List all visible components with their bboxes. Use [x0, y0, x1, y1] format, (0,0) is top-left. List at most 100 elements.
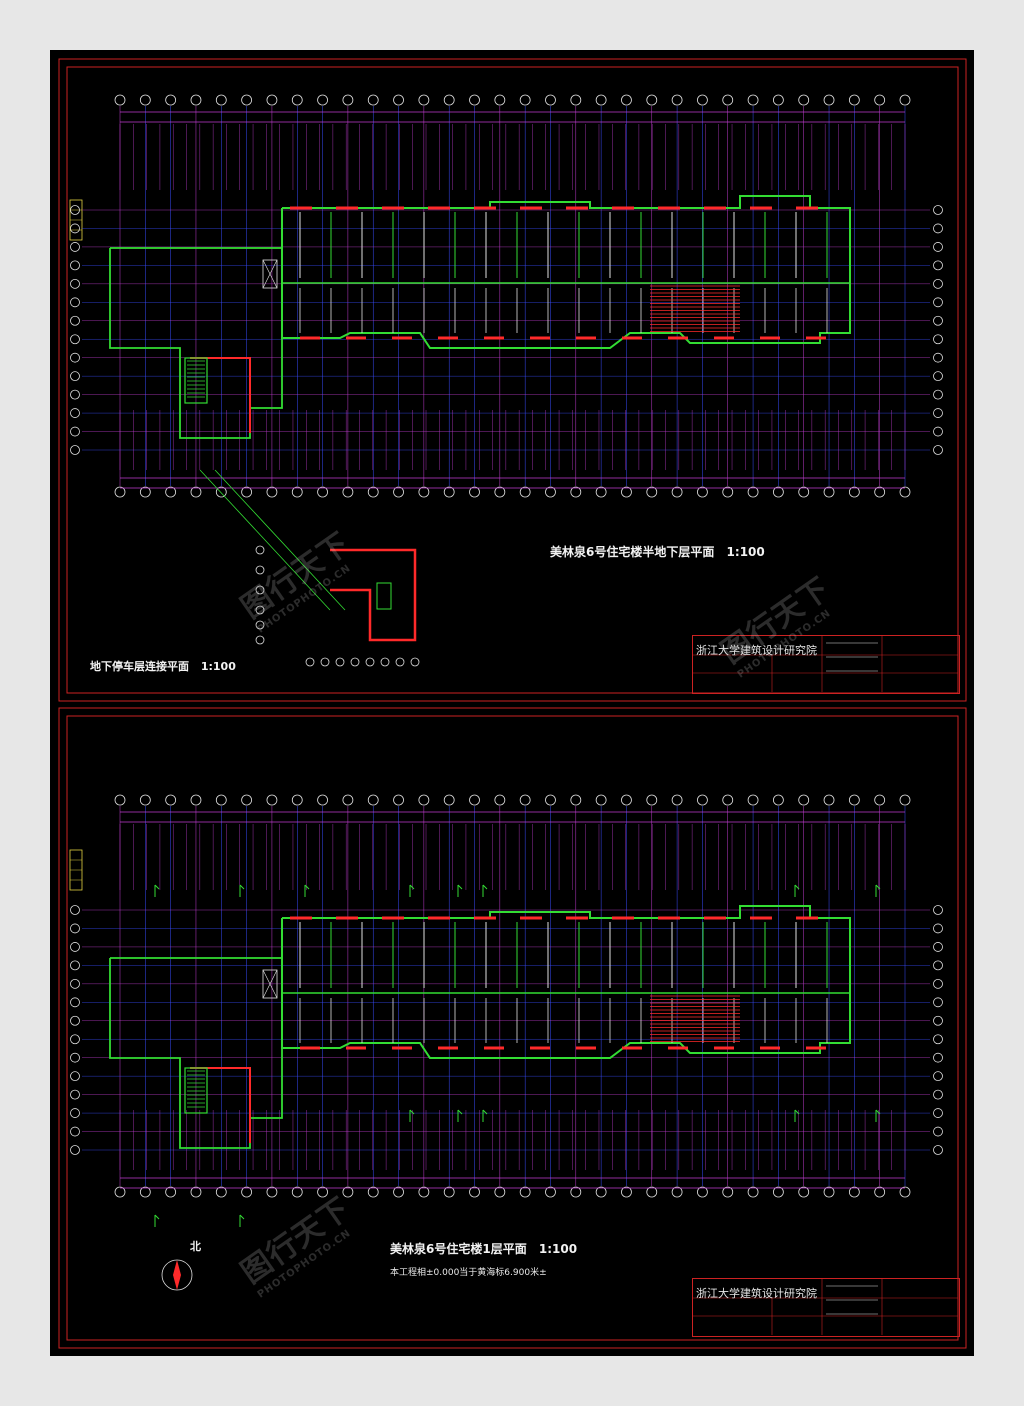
axis-bubble-bottom: [114, 486, 126, 498]
axis-bubble-bottom: [798, 486, 810, 498]
axis-bubble-right: [933, 923, 943, 934]
building-outline: [281, 195, 851, 349]
axis-bubble-bottom: [494, 486, 506, 498]
axis-bubble-top: [823, 94, 835, 106]
axis-bubble-right: [933, 278, 943, 289]
sheet1-scale: 1:100: [726, 545, 765, 559]
axis-bubble-bottom: [772, 486, 784, 498]
axis-bubble-top: [241, 794, 253, 806]
axis-bubble-right: [933, 942, 943, 952]
axis-bubble-top: [190, 794, 202, 806]
axis-bubble-bottom: [798, 1186, 810, 1198]
axis-bubble-top: [747, 94, 759, 106]
axis-bubble-top: [367, 94, 379, 106]
axis-bubble-right: [933, 1108, 943, 1118]
axis-bubble-left: [70, 1071, 80, 1082]
axis-bubble-bottom: [241, 486, 253, 498]
axis-bubble-right: [933, 1071, 943, 1082]
section-marker-arrow: [875, 1109, 881, 1115]
axis-bubble-bottom: [646, 1186, 658, 1198]
axis-bubble-bottom: [469, 486, 480, 498]
axis-bubble-left: [70, 371, 80, 382]
axis-bubble-top: [798, 94, 810, 106]
axis-bubble-left: [70, 997, 80, 1008]
axis-bubble-connector: [255, 620, 265, 630]
axis-bubble-left: [70, 1015, 80, 1026]
axis-bubble-top: [772, 94, 784, 106]
axis-bubble-bottom: [139, 1186, 151, 1198]
axis-bubble-left: [70, 278, 80, 289]
axis-bubble-bottom: [519, 1186, 531, 1198]
axis-bubble-right: [933, 205, 943, 215]
axis-bubble-left: [70, 223, 80, 234]
axis-bubble-top: [772, 794, 784, 806]
axis-bubble-connector: [365, 657, 375, 667]
axis-bubble-top: [114, 794, 126, 806]
axis-bubble-top: [899, 794, 911, 806]
sheet1-titleblock-org: 浙江大学建筑设计研究院: [696, 644, 817, 657]
north-label: 北: [190, 1240, 201, 1253]
axis-bubble-bottom: [823, 486, 835, 498]
section-marker-arrow: [875, 884, 881, 890]
axis-bubble-connector: [320, 657, 330, 667]
axis-bubble-bottom: [317, 1186, 328, 1198]
axis-bubble-connector: [255, 565, 265, 575]
axis-bubble-top: [595, 794, 607, 806]
axis-bubble-top: [671, 94, 683, 106]
section-marker-arrow: [457, 884, 463, 890]
axis-bubble-top: [646, 794, 658, 806]
axis-bubble-right: [933, 978, 943, 989]
axis-bubble-right: [933, 260, 943, 271]
axis-bubble-top: [519, 94, 531, 106]
axis-bubble-bottom: [165, 486, 177, 498]
axis-bubble-bottom: [519, 486, 531, 498]
axis-bubble-left: [70, 960, 80, 971]
axis-bubble-bottom: [266, 486, 278, 498]
axis-bubble-connector: [255, 545, 265, 555]
axis-bubble-connector: [255, 605, 265, 615]
sheet1-inner-frame: [66, 66, 959, 694]
axis-bubble-top: [570, 794, 582, 806]
section-marker-arrow: [239, 1214, 245, 1220]
axis-bubble-bottom: [367, 486, 379, 498]
axis-bubble-bottom: [342, 486, 354, 498]
axis-bubble-top: [367, 794, 379, 806]
axis-bubble-right: [933, 352, 943, 363]
connector-stair: [376, 582, 392, 610]
axis-bubble-top: [671, 794, 683, 806]
axis-bubble-bottom: [722, 1186, 734, 1198]
axis-bubble-connector: [350, 657, 360, 667]
axis-bubble-right: [933, 1089, 943, 1100]
axis-bubble-bottom: [874, 1186, 886, 1198]
axis-bubble-top: [291, 94, 303, 106]
axis-bubble-bottom: [671, 1186, 683, 1198]
axis-bubble-top: [215, 94, 227, 106]
axis-bubble-bottom: [570, 1186, 582, 1198]
axis-bubble-right: [933, 408, 943, 418]
sheet2-outer-frame: [58, 707, 967, 1349]
connector-wall: [330, 548, 417, 642]
section-marker-arrow: [482, 1109, 488, 1115]
axis-bubble-bottom: [393, 1186, 404, 1198]
axis-bubble-bottom: [367, 1186, 379, 1198]
axis-bubble-bottom: [621, 1186, 632, 1198]
drawing-canvas: 美林泉6号住宅楼半地下层平面 1:100 地下停车层连接平面 1:100 浙江大…: [50, 50, 974, 1356]
axis-bubble-top: [595, 94, 607, 106]
axis-bubble-right: [933, 371, 943, 382]
axis-bubble-left: [70, 297, 80, 308]
axis-bubble-left: [70, 242, 80, 252]
axis-bubble-left: [70, 389, 80, 400]
axis-bubble-left: [70, 445, 80, 455]
axis-bubble-top: [722, 94, 734, 106]
axis-bubble-bottom: [443, 1186, 455, 1198]
sheet1-outer-frame: [58, 58, 967, 702]
axis-bubble-bottom: [848, 1186, 860, 1198]
axis-bubble-right: [933, 997, 943, 1008]
axis-bubble-top: [139, 794, 151, 806]
axis-bubble-top: [570, 94, 582, 106]
axis-bubble-top: [139, 94, 151, 106]
axis-bubble-left: [70, 905, 80, 915]
axis-bubble-bottom: [570, 486, 582, 498]
axis-bubble-bottom: [772, 1186, 784, 1198]
axis-bubble-bottom: [697, 1186, 708, 1198]
